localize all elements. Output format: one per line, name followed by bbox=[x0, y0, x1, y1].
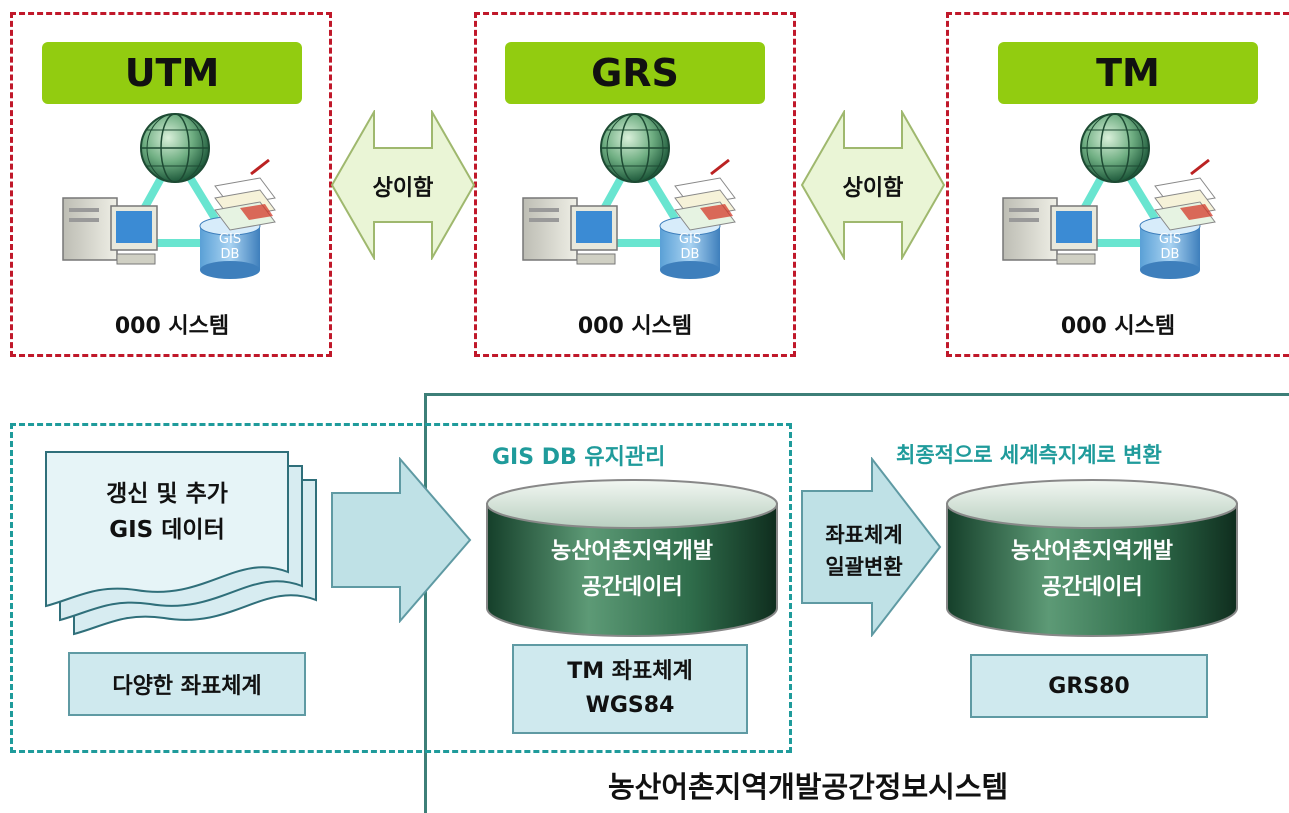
db2-text: 농산어촌지역개발 공간데이터 bbox=[944, 534, 1240, 606]
computer-icon bbox=[62, 197, 158, 265]
globe-icon bbox=[140, 113, 210, 183]
convert-label-line1: 좌표체계 bbox=[825, 523, 903, 547]
gis-cluster-tm: GIS DB bbox=[995, 108, 1235, 298]
system-title-tm: TM bbox=[998, 42, 1258, 104]
system-title-grs: GRS bbox=[505, 42, 765, 104]
db1-line1: 농산어촌지역개발 bbox=[551, 539, 713, 564]
db1-coords-line1: TM 좌표체계 bbox=[567, 659, 693, 684]
system-box-utm bbox=[10, 12, 332, 357]
input-doc-text: 갱신 및 추가 GIS 데이터 bbox=[46, 476, 288, 548]
convert-arrow bbox=[801, 457, 942, 637]
db-cylinder-2 bbox=[946, 479, 1238, 637]
differ-label-2: 상이함 bbox=[842, 176, 904, 201]
db-label-line1: GIS bbox=[1158, 232, 1182, 247]
globe-icon bbox=[600, 113, 670, 183]
db-label: GIS DB bbox=[203, 232, 257, 262]
db1-coords-box: TM 좌표체계 WGS84 bbox=[512, 644, 748, 734]
db-label-line1: GIS bbox=[218, 232, 242, 247]
db-label-line2: DB bbox=[220, 247, 240, 262]
system-name-tm: 000 시스템 bbox=[1060, 314, 1176, 339]
differ-label-1: 상이함 bbox=[372, 176, 434, 201]
db-label: GIS DB bbox=[663, 232, 717, 262]
db1-line2: 공간데이터 bbox=[581, 575, 683, 600]
db2-line1: 농산어촌지역개발 bbox=[1011, 539, 1173, 564]
system-name-utm: 000 시스템 bbox=[114, 314, 230, 339]
gis-db-icon bbox=[199, 158, 276, 279]
gis-cluster-grs: GIS DB bbox=[515, 108, 755, 298]
input-doc-line2: GIS 데이터 bbox=[109, 517, 225, 543]
globe-icon bbox=[1080, 113, 1150, 183]
system-box-grs bbox=[474, 12, 796, 357]
db-label-line1: GIS bbox=[678, 232, 702, 247]
db2-line2: 공간데이터 bbox=[1041, 575, 1143, 600]
db-label-line2: DB bbox=[680, 247, 700, 262]
convert-label: 좌표체계 일괄변환 bbox=[802, 519, 926, 583]
maintenance-frame bbox=[10, 423, 792, 753]
system-box-tm bbox=[946, 12, 1289, 357]
differ-arrow-2 bbox=[800, 110, 946, 260]
document-stack-icon bbox=[45, 451, 317, 636]
db1-coords-line2: WGS84 bbox=[585, 693, 675, 718]
system-title-utm: UTM bbox=[42, 42, 302, 104]
system-name-grs: 000 시스템 bbox=[577, 314, 693, 339]
db1-text: 농산어촌지역개발 공간데이터 bbox=[484, 534, 780, 606]
differ-arrow-1 bbox=[330, 110, 476, 260]
convert-label-line2: 일괄변환 bbox=[825, 555, 903, 579]
db2-coords-box: GRS80 bbox=[970, 654, 1208, 718]
computer-icon bbox=[1002, 197, 1098, 265]
input-coords-box: 다양한 좌표체계 bbox=[68, 652, 306, 716]
gis-db-icon bbox=[659, 158, 736, 279]
gis-cluster-utm: GIS DB bbox=[55, 108, 295, 298]
gis-db-icon bbox=[1139, 158, 1216, 279]
final-title: 최종적으로 세계측지계로 변환 bbox=[896, 443, 1162, 467]
db-cylinder-1 bbox=[486, 479, 778, 637]
db-label: GIS DB bbox=[1143, 232, 1197, 262]
db-label-line2: DB bbox=[1160, 247, 1180, 262]
computer-icon bbox=[522, 197, 618, 265]
system-title: 농산어촌지역개발공간정보시스템 bbox=[608, 770, 1009, 804]
db-maintenance-title: GIS DB 유지관리 bbox=[492, 445, 666, 470]
input-arrow bbox=[331, 457, 472, 623]
input-doc-line1: 갱신 및 추가 bbox=[106, 481, 228, 507]
system-frame bbox=[424, 393, 1289, 813]
